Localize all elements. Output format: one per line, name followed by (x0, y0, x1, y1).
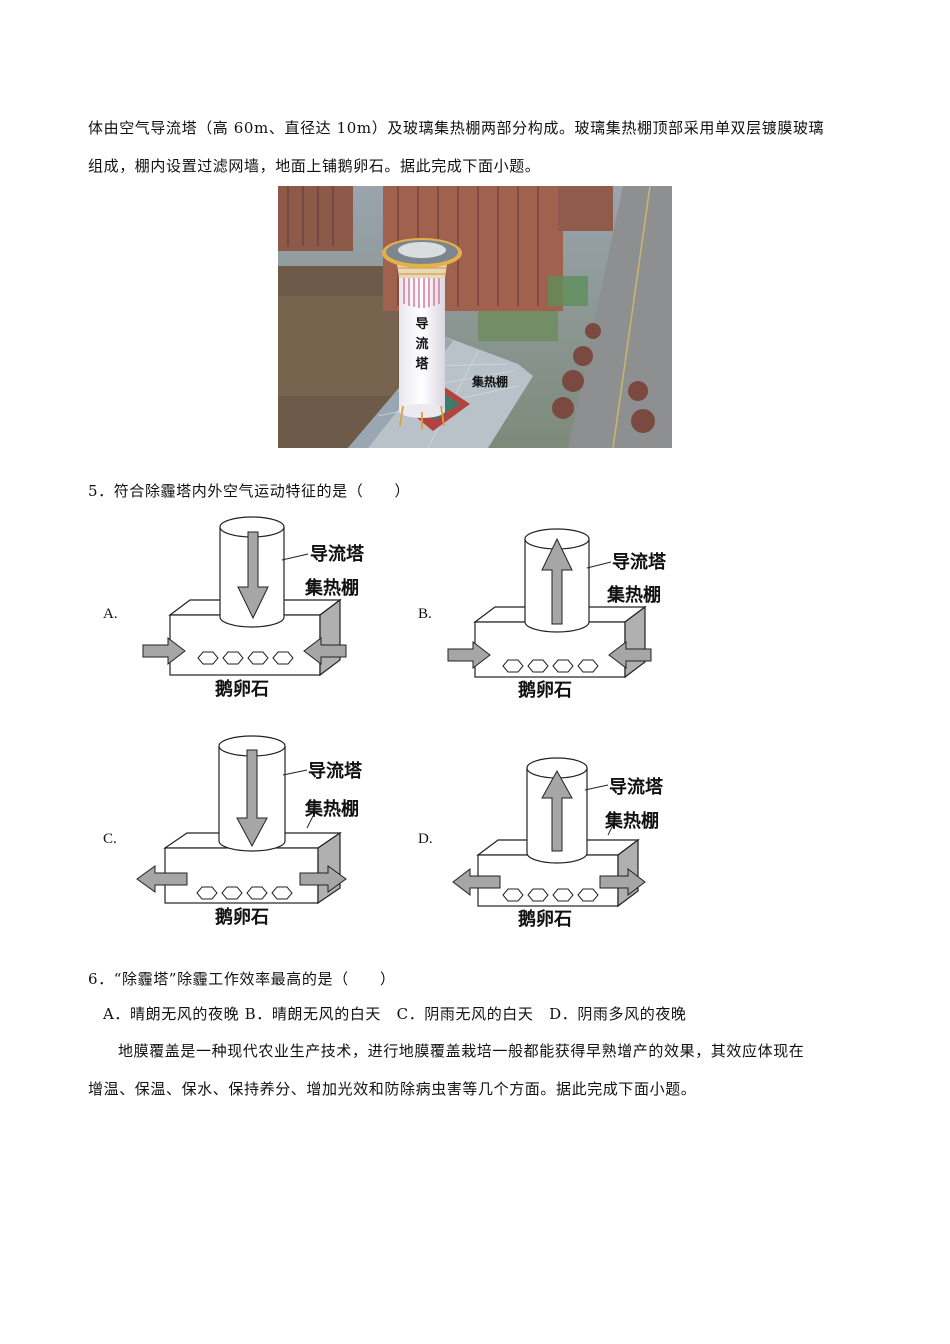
q5-d-tower-label: 导流塔 (609, 776, 664, 798)
photo-tower-char-3: 塔 (415, 356, 429, 372)
q5-option-a-diagram[interactable]: 导流塔 集热棚 鹅卵石 (140, 512, 440, 712)
q5-option-c-letter[interactable]: C. (103, 831, 117, 847)
q5-a-ground-label: 鹅卵石 (215, 678, 269, 700)
q5-option-d-diagram[interactable]: 导流塔 集热棚 鹅卵石 (448, 738, 748, 938)
q5-c-tower-label: 导流塔 (308, 760, 363, 782)
q5-c-ground-label: 鹅卵石 (215, 906, 269, 928)
q5-b-ground-label: 鹅卵石 (518, 679, 572, 701)
q6-stem: 6．“除霾塔”除霾工作效率最高的是（ ） (88, 970, 396, 988)
photo-tower-char-2: 流 (415, 336, 428, 352)
passage-line-2: 增温、保温、保水、保持养分、增加光效和防除病虫害等几个方面。据此完成下面小题。 (88, 1080, 697, 1098)
q5-c-shed-label: 集热棚 (304, 798, 359, 820)
q5-option-b-letter[interactable]: B. (418, 606, 432, 622)
q5-d-shed-label: 集热棚 (604, 810, 659, 832)
q5-a-tower-label: 导流塔 (310, 543, 365, 565)
passage-line-1: 地膜覆盖是一种现代农业生产技术，进行地膜覆盖栽培一般都能获得早熟增产的效果，其效… (118, 1042, 805, 1060)
q5-option-a-letter[interactable]: A. (103, 606, 118, 622)
q5-a-shed-label: 集热棚 (304, 577, 359, 599)
photo-shed-label: 集热棚 (471, 374, 508, 389)
photo-tower-char-1: 导 (415, 317, 428, 332)
q5-b-shed-label: 集热棚 (606, 584, 661, 606)
q5-b-tower-label: 导流塔 (612, 551, 667, 573)
q5-option-b-diagram[interactable]: 导流塔 集热棚 鹅卵石 (445, 512, 745, 712)
q5-option-d-letter[interactable]: D. (418, 831, 433, 847)
q5-d-ground-label: 鹅卵石 (518, 908, 572, 930)
q6-options[interactable]: A．晴朗无风的夜晚 B．晴朗无风的白天 C．阴雨无风的白天 D．阴雨多风的夜晚 (103, 1005, 687, 1023)
intro-line-1: 体由空气导流塔（高 60m、直径达 10m）及玻璃集热棚两部分构成。玻璃集热棚顶… (88, 119, 825, 137)
q5-stem: 5．符合除霾塔内外空气运动特征的是（ ） (88, 482, 411, 500)
intro-line-2: 组成，棚内设置过滤网墙，地面上铺鹅卵石。据此完成下面小题。 (88, 157, 541, 175)
q5-option-c-diagram[interactable]: 导流塔 集热棚 鹅卵石 (135, 728, 435, 928)
smog-tower-photo: 导 流 塔 集热棚 (278, 186, 672, 448)
